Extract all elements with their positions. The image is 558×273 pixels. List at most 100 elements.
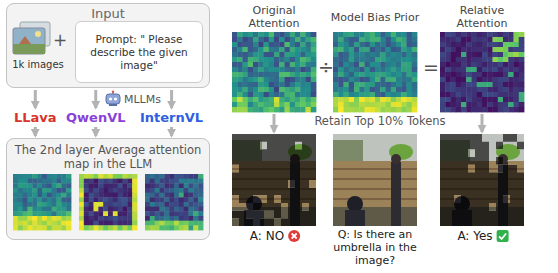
- heat-cell: [401, 82, 407, 87]
- heat-cell: [52, 225, 57, 230]
- model-name: InternVL: [140, 110, 203, 125]
- heat-cell: [150, 216, 155, 221]
- heat-cell: [279, 102, 285, 107]
- heat-cell: [248, 97, 254, 102]
- heat-cell: [311, 32, 317, 37]
- flow-arrow: [34, 127, 37, 136]
- heat-cell: [466, 32, 472, 37]
- heat-cell: [487, 87, 493, 92]
- heat-cell: [57, 207, 62, 212]
- heat-cell: [18, 221, 23, 226]
- robot-icon: [106, 91, 120, 106]
- heat-cell: [160, 197, 165, 202]
- heat-cell: [285, 102, 291, 107]
- heat-cell: [150, 202, 155, 207]
- heat-cell: [461, 67, 467, 72]
- heat-cell: [198, 216, 203, 221]
- heat-cell: [391, 92, 397, 97]
- heat-cell: [132, 193, 137, 198]
- heat-cell: [503, 107, 509, 112]
- heat-cell: [37, 202, 42, 207]
- heat-cell: [359, 107, 365, 112]
- heat-cell: [103, 193, 108, 198]
- heat-cell: [311, 97, 317, 102]
- heat-cell: [98, 202, 103, 207]
- heat-cell: [79, 174, 84, 179]
- heat-cell: [456, 107, 462, 112]
- heat-cell: [164, 174, 169, 179]
- heat-cell: [84, 221, 89, 226]
- heat-cell: [461, 47, 467, 52]
- heat-cell: [79, 193, 84, 198]
- heat-cell: [407, 32, 413, 37]
- heat-cell: [189, 197, 194, 202]
- heat-cell: [243, 87, 249, 92]
- heat-cell: [32, 193, 37, 198]
- heat-cell: [365, 107, 371, 112]
- heat-cell: [461, 102, 467, 107]
- heat-cell: [28, 207, 33, 212]
- heat-cell: [365, 82, 371, 87]
- heat-cell: [461, 32, 467, 37]
- heat-cell: [132, 221, 137, 226]
- heat-cell: [445, 62, 451, 67]
- heat-cell: [482, 67, 488, 72]
- heat-cell: [306, 97, 312, 102]
- heat-cell: [440, 57, 446, 62]
- heat-cell: [98, 179, 103, 184]
- heat-cell: [118, 207, 123, 212]
- heat-cell: [279, 107, 285, 112]
- heat-cell: [193, 207, 198, 212]
- node-text: A: Yes: [434, 226, 530, 243]
- heat-cell: [79, 225, 84, 230]
- heat-cell: [482, 97, 488, 102]
- heat-cell: [445, 102, 451, 107]
- heat-cell: [269, 67, 275, 72]
- heat-cell: [150, 207, 155, 212]
- heat-cell: [253, 72, 259, 77]
- heat-cell: [412, 82, 418, 87]
- heat-cell: [380, 67, 386, 72]
- heat-cell: [145, 207, 150, 212]
- heat-cell: [365, 42, 371, 47]
- flow-arrow: [481, 114, 484, 132]
- image-slot: [322, 134, 428, 226]
- heat-cell: [237, 82, 243, 87]
- heat-cell: [248, 102, 254, 107]
- heat-cell: [498, 67, 504, 72]
- heat-cell: [466, 107, 472, 112]
- heat-cell: [295, 52, 301, 57]
- heat-cell: [47, 197, 52, 202]
- heat-cell: [396, 42, 402, 47]
- heat-cell: [503, 37, 509, 42]
- heat-cell: [487, 67, 493, 72]
- question-image: Q: Is there an umbrella in the image?: [322, 134, 428, 267]
- heat-cell: [189, 221, 194, 226]
- heat-cell: [391, 87, 397, 92]
- heat-cell: [396, 77, 402, 82]
- heat-cell: [349, 52, 355, 57]
- heat-cell: [37, 197, 42, 202]
- heat-cell: [407, 72, 413, 77]
- plus-sign: +: [53, 30, 67, 50]
- heat-cell: [189, 188, 194, 193]
- heat-cell: [193, 193, 198, 198]
- heat-cell: [375, 67, 381, 72]
- heat-cell: [375, 72, 381, 77]
- heat-cell: [482, 37, 488, 42]
- heat-cell: [155, 197, 160, 202]
- heat-cell: [472, 77, 478, 82]
- heat-cell: [391, 107, 397, 112]
- heat-cell: [344, 47, 350, 52]
- heat-cell: [440, 87, 446, 92]
- heat-cell: [279, 52, 285, 57]
- heat-cell: [28, 193, 33, 198]
- heat-cell: [248, 52, 254, 57]
- heat-cell: [174, 207, 179, 212]
- heat-cell: [189, 179, 194, 184]
- heat-cell: [493, 37, 499, 42]
- heat-cell: [407, 97, 413, 102]
- image-slot: [226, 134, 322, 226]
- heat-cell: [493, 32, 499, 37]
- heat-cell: [28, 211, 33, 216]
